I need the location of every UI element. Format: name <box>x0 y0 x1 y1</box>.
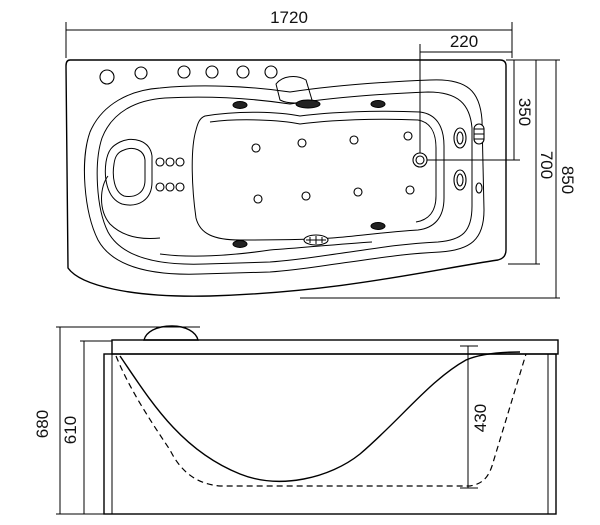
dimension-length: 1720 <box>65 8 513 58</box>
tub-outer-outline <box>65 59 507 297</box>
neck-jets <box>155 157 185 192</box>
foot-jets <box>453 123 485 194</box>
dimension-right-side: 350 700 850 <box>300 59 577 299</box>
dimension-total-height: 680 <box>33 326 200 515</box>
foot-drain-icon <box>412 152 428 168</box>
body-jets <box>251 131 415 204</box>
dimension-offset-label: 220 <box>450 32 478 51</box>
side-pillow <box>143 325 199 341</box>
top-view: 1720 220 350 700 850 <box>65 8 577 299</box>
rim-controls <box>99 65 278 85</box>
dimension-body-height-label: 610 <box>61 416 80 444</box>
dimension-body-height: 610 <box>61 340 112 514</box>
side-body <box>103 353 557 515</box>
dimension-inner-width-label: 700 <box>537 151 556 179</box>
basin-profile <box>115 353 527 487</box>
backrest-curve <box>119 351 521 482</box>
basin-inner-line <box>96 91 473 265</box>
dimension-offset: 220 <box>419 32 512 160</box>
dimension-outer-width-label: 850 <box>558 166 577 194</box>
headrest <box>101 138 161 239</box>
drain-icon <box>303 234 329 246</box>
dimension-total-height-label: 680 <box>33 410 52 438</box>
wall-jets <box>232 100 386 248</box>
rim-pillow <box>275 76 321 109</box>
dimension-water-depth-label: 430 <box>471 404 490 432</box>
dimension-water-depth: 430 <box>460 345 490 489</box>
basin-lower-step <box>159 241 373 257</box>
seat-platform <box>191 110 445 241</box>
dimension-inner-depth-label: 350 <box>515 98 534 126</box>
side-rim <box>111 339 559 355</box>
basin-outer-line <box>83 79 485 275</box>
dimension-length-label: 1720 <box>270 8 308 27</box>
seat-platform-inner <box>209 118 437 223</box>
side-view: 680 610 430 <box>33 325 559 515</box>
